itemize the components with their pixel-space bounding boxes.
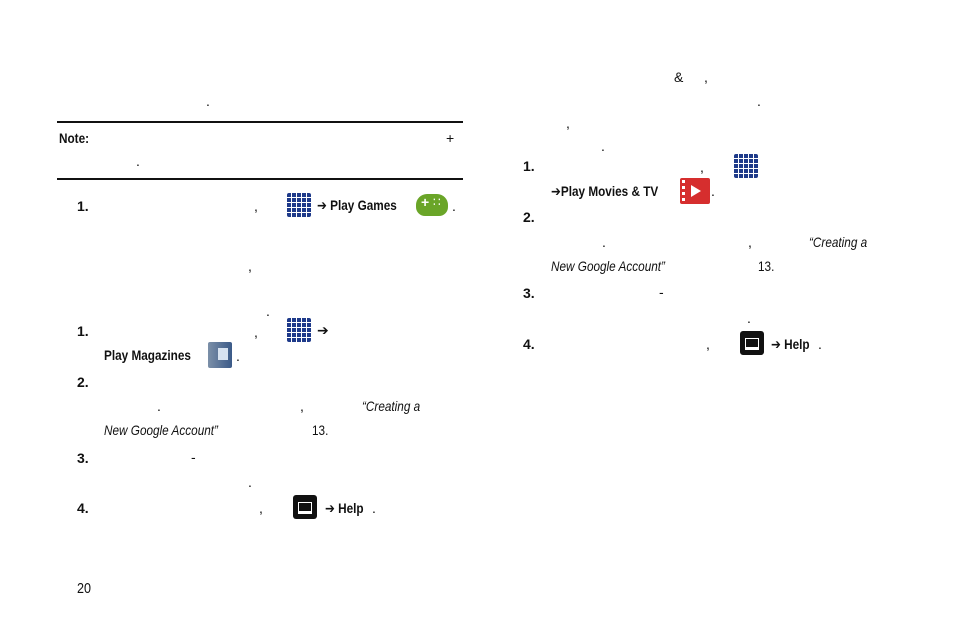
mid-comma: , <box>248 258 252 274</box>
play-movies-icon <box>680 178 710 204</box>
movies-period: . <box>711 183 715 199</box>
magazines-arrow: ➔ <box>317 322 329 338</box>
magazines-step3-period: . <box>248 474 252 490</box>
play-games-label: ➔ Play Games <box>317 197 397 213</box>
movies-help-label: ➔ Help <box>771 336 810 352</box>
menu-key-icon <box>740 331 764 355</box>
games-period: . <box>452 198 456 214</box>
page-number: 20 <box>77 580 92 597</box>
play-games-icon <box>416 194 448 216</box>
movies-help-period: . <box>818 336 822 352</box>
movies-step4-number: 4. <box>523 336 535 352</box>
note-top-rule <box>57 121 463 123</box>
magazines-step4-comma: , <box>259 500 263 516</box>
movies-step1-number: 1. <box>523 158 535 174</box>
movies-step2-comma: , <box>748 234 752 250</box>
movies-step3-number: 3. <box>523 285 535 301</box>
note-period: . <box>136 153 140 169</box>
apps-grid-icon <box>287 318 311 342</box>
magazines-help-label: ➔ Help <box>325 500 364 516</box>
play-movies-label: ➔Play Movies & TV <box>551 183 659 199</box>
magazines-period: . <box>236 348 240 364</box>
play-magazines-icon <box>208 342 232 368</box>
right-top-period: . <box>757 93 761 109</box>
menu-key-icon <box>293 495 317 519</box>
magazines-step2-ref-b[interactable]: New Google Account” <box>104 422 218 438</box>
play-magazines-label: Play Magazines <box>104 347 191 363</box>
games-comma: , <box>254 198 258 214</box>
magazines-step2-comma: , <box>300 398 304 414</box>
right-comma-2: , <box>566 115 570 131</box>
magazines-step3-dash: - <box>191 449 196 465</box>
left-top-period: . <box>206 93 210 109</box>
note-bottom-rule <box>57 178 463 180</box>
note-label: Note: <box>59 130 90 146</box>
magazines-step2-ref-a[interactable]: “Creating a <box>362 398 421 414</box>
magazines-help-period: . <box>372 500 376 516</box>
right-top-ampersand: & <box>674 69 684 85</box>
magazines-step3-number: 3. <box>77 450 89 466</box>
movies-step3-dash: - <box>659 284 664 300</box>
right-top-comma: , <box>704 69 708 85</box>
magazines-step1-number: 1. <box>77 323 89 339</box>
movies-step2-ref-a[interactable]: “Creating a <box>809 234 868 250</box>
movies-step2-ref-b[interactable]: New Google Account” <box>551 258 665 274</box>
mid-period: . <box>266 303 270 319</box>
right-period-3: . <box>601 138 605 154</box>
magazines-step2-number: 2. <box>77 374 89 390</box>
movies-step3-period: . <box>747 310 751 326</box>
note-plus: + <box>446 130 455 146</box>
magazines-step2-period: . <box>157 398 161 414</box>
movies-step2-number: 2. <box>523 209 535 225</box>
magazines-step4-number: 4. <box>77 500 89 516</box>
movies-step1-comma: , <box>700 159 704 175</box>
movies-step2-page: 13. <box>758 258 775 274</box>
apps-grid-icon <box>734 154 758 178</box>
movies-step4-comma: , <box>706 336 710 352</box>
movies-step2-period: . <box>602 234 606 250</box>
apps-grid-icon <box>287 193 311 217</box>
games-step-number: 1. <box>77 198 89 214</box>
magazines-step1-comma: , <box>254 324 258 340</box>
magazines-step2-page: 13. <box>312 422 329 438</box>
